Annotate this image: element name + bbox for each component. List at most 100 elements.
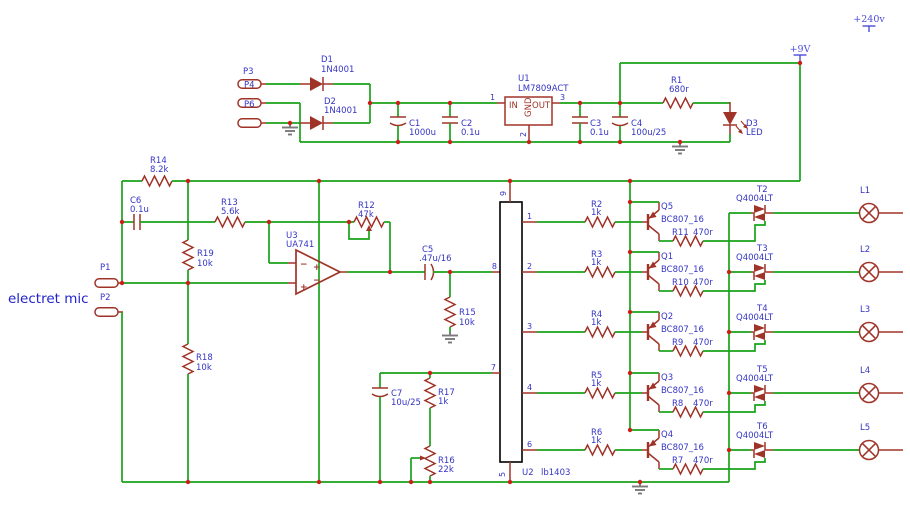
q3-part: BC807_16 [661, 386, 704, 396]
q5-ref: Q5 [661, 202, 673, 212]
u1-part: LM7809ACT [518, 84, 569, 94]
opamp-vminus-mark: − [313, 276, 321, 286]
r1-value: 680r [669, 85, 689, 95]
transistor-q1 [640, 250, 661, 293]
d1-value: 1N4001 [321, 65, 354, 75]
connector-p6-label: P6 [244, 100, 255, 110]
lamp-l3 [858, 321, 880, 343]
connector-p1 [94, 278, 124, 288]
opamp-u3: − + + − U3 UA741 [286, 181, 342, 482]
diode-d1: D1 1N4001 [299, 55, 354, 92]
r3-value: 1k [591, 258, 601, 268]
c6-value: 0.1u [130, 205, 149, 215]
cap-c2: C2 0.1u [441, 103, 480, 142]
u2-pin9: 9 [499, 191, 508, 196]
q2-ref: Q2 [661, 312, 673, 322]
d2-ref: D2 [324, 97, 336, 107]
p1-label: P1 [100, 263, 111, 273]
ground-symbol-input [281, 123, 299, 136]
r11-value: 470r [693, 228, 713, 238]
resistor-r17: R17 1k [424, 373, 455, 409]
r7-value: 470r [693, 456, 713, 466]
c1-value: 1000u [409, 128, 436, 138]
u1-pin2: 2 [519, 132, 528, 137]
t6-ref: T6 [756, 422, 768, 432]
u2-pin7: 7 [491, 363, 496, 372]
q2-part: BC807_16 [661, 325, 704, 335]
r6-value: 1k [591, 436, 601, 446]
connector-p4-label: P4 [244, 81, 255, 91]
r7-ref: R7 [672, 456, 683, 466]
t5-part: Q4004LT [736, 374, 774, 384]
u1-gnd-pin: GND [524, 97, 534, 117]
r18-ref: R18 [196, 353, 213, 363]
transistor-q2 [640, 310, 661, 353]
plus9v-label: +9V [790, 44, 811, 55]
output-channel-4: 4 R5 1k Q3 BC807_16 R8 470r T5 Q4004LT L… [522, 365, 903, 418]
t2-ref: T2 [756, 185, 768, 195]
r16-ref: R16 [438, 456, 455, 466]
resistor-r14: R14 8.2k [141, 156, 173, 187]
u2-pin5: 5 [498, 472, 507, 477]
triac-t2 [750, 204, 774, 222]
r13-ref: R13 [221, 198, 238, 208]
transistor-q5 [640, 200, 661, 243]
t5-ref: T5 [756, 365, 768, 375]
c1-ref: C1 [409, 119, 420, 129]
d3-value: LED [746, 128, 763, 138]
r19-value: 10k [197, 259, 213, 269]
cap-c7: C7 10u/25 [371, 373, 421, 482]
r5-value: 1k [591, 379, 601, 389]
u2-pin8: 8 [492, 262, 497, 271]
power-flag-240v: +240v [853, 14, 885, 33]
r3-ref: R3 [591, 250, 602, 260]
t2-part: Q4004LT [736, 194, 774, 204]
r12-value: 47k [358, 210, 374, 220]
resistor-r19: R19 10k [182, 181, 214, 271]
r16-value: 22k [438, 465, 454, 475]
t4-part: Q4004LT [736, 313, 774, 323]
q3-ref: Q3 [661, 373, 673, 383]
l3-ref: L3 [860, 305, 870, 315]
r4-ref: R4 [591, 310, 602, 320]
d1-ref: D1 [321, 55, 333, 65]
cap-c3: C3 0.1u [571, 103, 609, 142]
r10-ref: R10 [672, 278, 689, 288]
c7-value: 10u/25 [391, 398, 421, 408]
cap-c4: C4 100u/25 [611, 103, 666, 142]
electret-mic-label: electret mic [8, 291, 89, 307]
u1-pin1: 1 [490, 93, 495, 102]
d3-ref: D3 [746, 119, 758, 129]
mic-preamp-section: electret mic P1 P2 R14 8.2k C6 0.1u R13 … [8, 156, 800, 482]
cap-c5: C5 .47u/16 [419, 245, 452, 281]
r19-ref: R19 [197, 249, 214, 259]
resistor-r18: R18 10k [182, 343, 213, 375]
u2-out-pin-4: 4 [527, 383, 532, 392]
opamp-vplus-mark: + [313, 263, 321, 273]
q1-part: BC807_16 [661, 265, 704, 275]
r10-value: 470r [693, 278, 713, 288]
driver-section: 9 5 8 7 U2 lb1403 C7 10u/25 R17 1k R16 2… [371, 178, 570, 482]
l4-ref: L4 [860, 366, 870, 376]
transistor-q3 [640, 371, 661, 414]
transistor-q4 [640, 428, 661, 471]
trimmer-r16: R16 22k [410, 445, 455, 482]
led-d3: D3 LED [722, 101, 763, 138]
c4-value: 100u/25 [631, 128, 666, 138]
r15-ref: R15 [459, 308, 476, 318]
l2-ref: L2 [860, 245, 870, 255]
output-channel-3: 3 R4 1k Q2 BC807_16 R9 470r T4 Q4004LT L… [522, 304, 903, 357]
triac-t3 [750, 263, 774, 281]
r15-value: 10k [459, 318, 475, 328]
lamp-l1 [858, 202, 880, 224]
regulator-u1: IN OUT GND 1 3 2 U1 LM7809ACT [490, 74, 569, 142]
resistor-r1: R1 680r [662, 76, 694, 109]
r1-ref: R1 [671, 76, 682, 86]
r13-value: 5.6k [221, 207, 240, 217]
cap-c6: C6 0.1u [130, 196, 149, 231]
c3-ref: C3 [590, 119, 601, 129]
power-supply-section: P3 P4 P6 D1 1N4001 D2 1N4001 C1 1000u C2… [237, 14, 885, 181]
u2-part: lb1403 [541, 468, 570, 478]
opamp-plus-input-mark: + [300, 283, 308, 293]
